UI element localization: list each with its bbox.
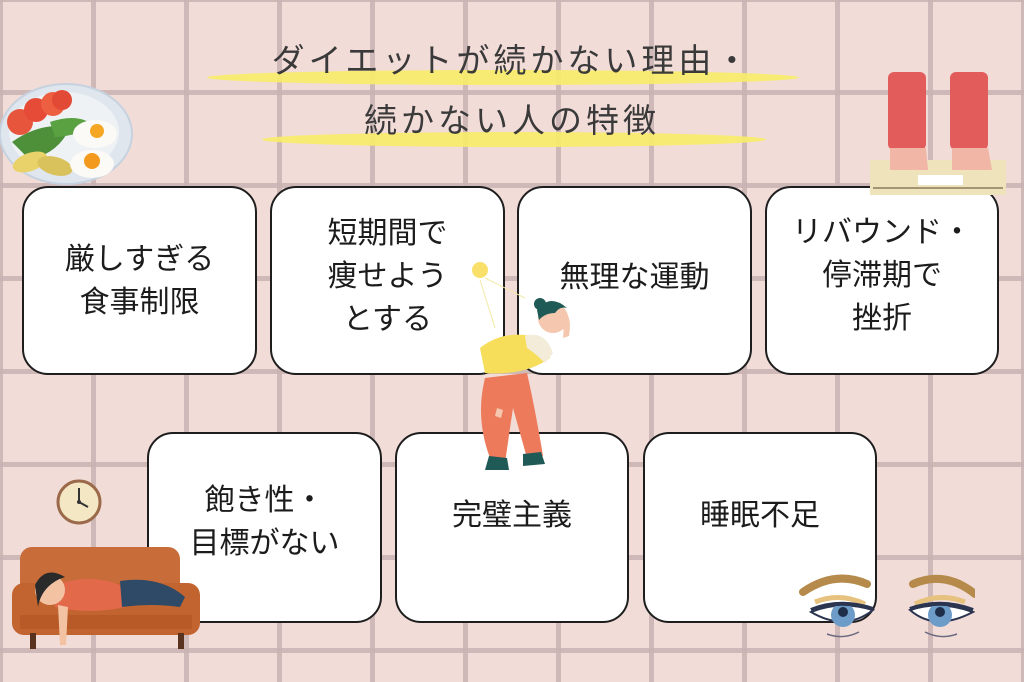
card-label: 短期間で 痩せよう とする (327, 216, 448, 337)
card-label: 厳しすぎる 食事制限 (64, 241, 215, 320)
title-highlight-1 (207, 70, 799, 85)
wall-clock-icon (56, 479, 102, 525)
reason-card-perfectionism: 完璧主義 (395, 432, 629, 623)
woman-lying-on-sofa-icon (12, 547, 200, 649)
tired-exercising-woman-icon (472, 262, 570, 470)
salad-plate-icon (0, 83, 133, 185)
card-label: 睡眠不足 (700, 498, 820, 533)
feet-on-scale-icon (870, 72, 1006, 195)
reason-card-rebound-plateau: リバウンド・ 停滞期で 挫折 (765, 186, 999, 375)
card-label: リバウンド・ 停滞期で 挫折 (792, 215, 972, 336)
page-title-line-2: 続かない人の特徴 (364, 101, 660, 140)
reason-card-strict-diet: 厳しすぎる 食事制限 (22, 186, 257, 375)
title-highlight-2 (262, 132, 766, 147)
reason-card-short-term: 短期間で 痩せよう とする (270, 186, 505, 375)
reason-card-lack-of-sleep: 睡眠不足 (643, 432, 877, 623)
sleepy-eyes-icon (799, 574, 975, 638)
reason-card-excessive-exercise: 無理な運動 (517, 186, 752, 375)
card-label: 無理な運動 (559, 260, 710, 295)
card-label: 飽き性・ 目標がない (189, 482, 340, 561)
card-label: 完璧主義 (452, 498, 572, 533)
page-title-line-1: ダイエットが続かない理由・ (271, 41, 753, 80)
